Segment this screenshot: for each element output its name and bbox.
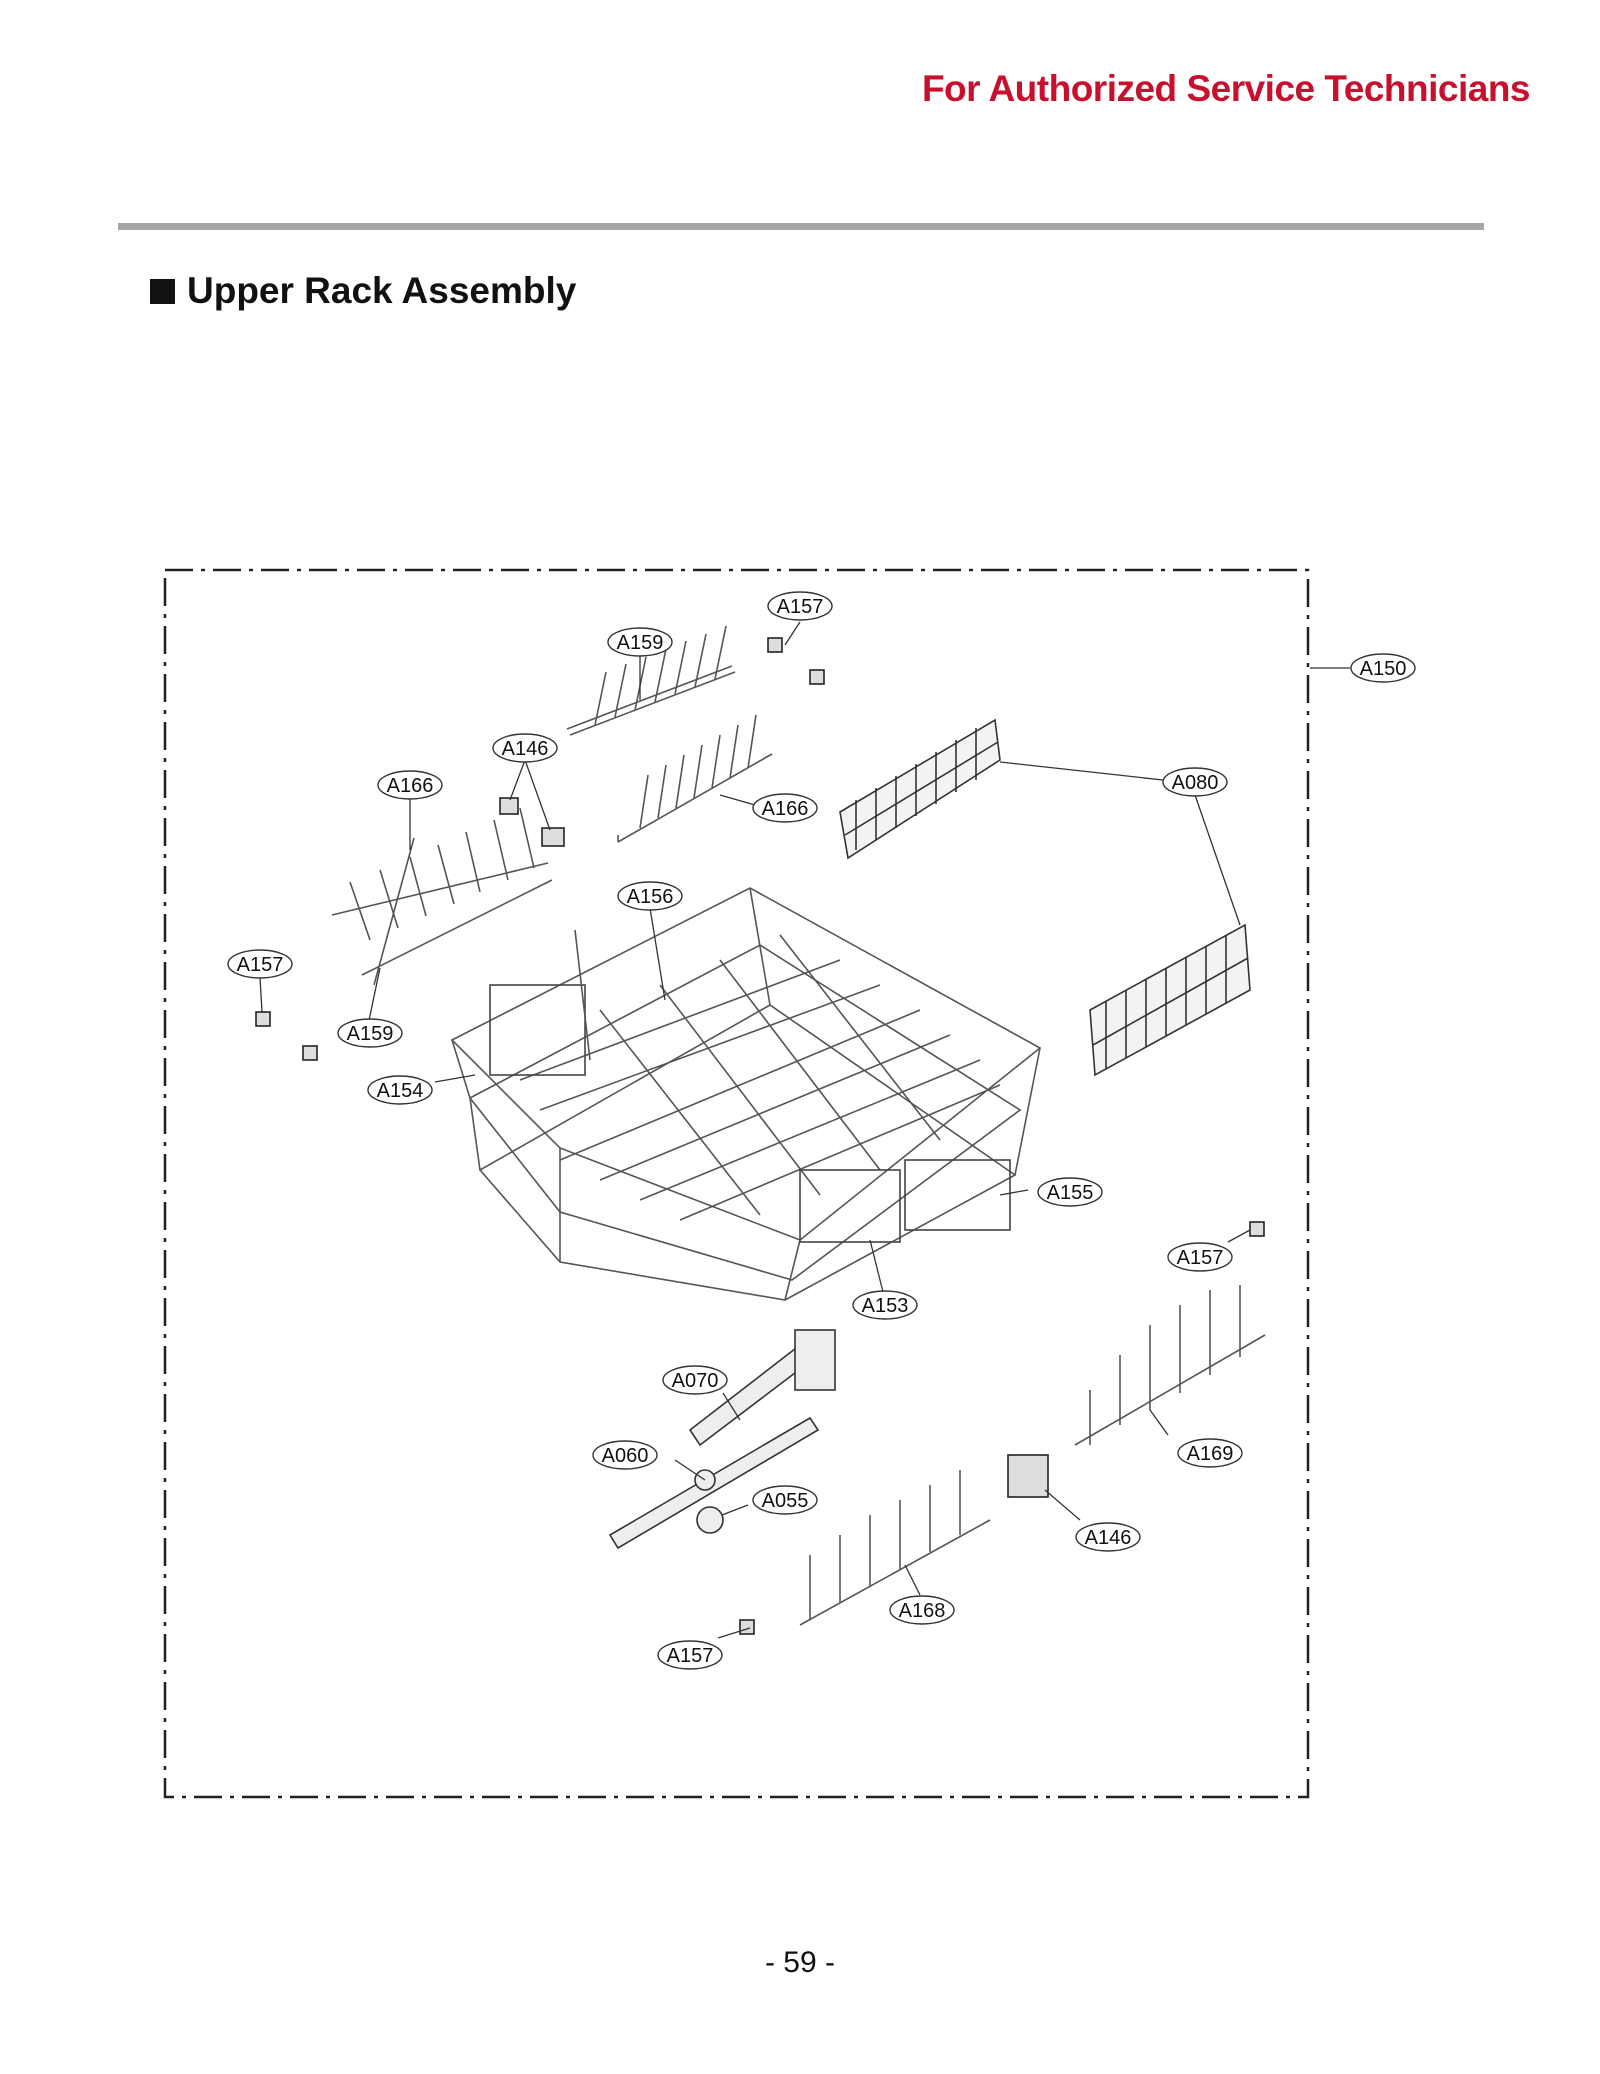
callout-a166: A166 [752, 793, 818, 823]
parts-artwork [255, 625, 1266, 1635]
callout-a060: A060 [592, 1440, 658, 1470]
tine-rack-left [331, 807, 553, 986]
callout-text: A154 [377, 1080, 424, 1102]
callout-ellipse [377, 770, 443, 800]
callout-a169: A169 [1177, 1438, 1243, 1468]
callout-text: A080 [1172, 772, 1219, 794]
callout-a070: A070 [662, 1365, 728, 1395]
callout-text: A060 [602, 1445, 649, 1467]
callout-text: A169 [1187, 1443, 1234, 1465]
callout-text: A159 [347, 1023, 394, 1045]
spray-arm [608, 1329, 836, 1550]
callout-ellipse [592, 1440, 658, 1470]
callout-a156: A156 [617, 881, 683, 911]
callout-a155: A155 [1037, 1177, 1103, 1207]
page-number: - 59 - [764, 1946, 836, 1979]
callout-text: A157 [777, 596, 824, 618]
tine-rack-second [617, 714, 773, 843]
callout-ellipse [227, 949, 293, 979]
callout-ellipse [492, 733, 558, 763]
callout-text: A166 [387, 775, 434, 797]
square-bullet-icon [150, 278, 175, 304]
callout-a157: A157 [1167, 1242, 1233, 1272]
callout-ellipse [367, 1075, 433, 1105]
callout-a146: A146 [1075, 1522, 1141, 1552]
main-basket [450, 887, 1042, 1301]
header-service-note: For Authorized Service Technicians [921, 68, 1531, 109]
callout-ellipse [337, 1018, 403, 1048]
callout-ellipse [1177, 1438, 1243, 1468]
callout-text: A153 [862, 1295, 909, 1317]
callout-a157: A157 [657, 1640, 723, 1670]
callout-text: A146 [502, 738, 549, 760]
callout-text: A168 [899, 1600, 946, 1622]
section-title-text: Upper Rack Assembly [187, 270, 577, 311]
callout-text: A156 [627, 886, 674, 908]
callout-a154: A154 [367, 1075, 433, 1105]
callout-ellipse [1162, 767, 1228, 797]
callout-ellipse [1075, 1522, 1141, 1552]
callout-ellipse [657, 1640, 723, 1670]
cup-shelf-top [839, 718, 1001, 860]
callout-a168: A168 [889, 1595, 955, 1625]
callout-a080: A080 [1162, 767, 1228, 797]
callout-a153: A153 [852, 1290, 918, 1320]
callout-a146: A146 [492, 733, 558, 763]
header-divider [118, 223, 1484, 230]
callout-text: A157 [667, 1645, 714, 1667]
callout-text: A157 [1177, 1247, 1224, 1269]
section-title: Upper Rack Assembly [150, 270, 576, 312]
callout-ellipse [752, 793, 818, 823]
callout-text: A159 [617, 632, 664, 654]
tine-rack-a169 [1074, 1285, 1266, 1446]
callout-text: A070 [672, 1370, 719, 1392]
assembly-boundary [163, 568, 1310, 1799]
callout-text: A157 [237, 954, 284, 976]
callout-ellipse [1167, 1242, 1233, 1272]
callout-ellipse [752, 1485, 818, 1515]
callout-ellipse [607, 627, 673, 657]
callout-ellipse [662, 1365, 728, 1395]
clips [255, 637, 1265, 1635]
callout-a150: A150 [1350, 653, 1416, 683]
callout-ellipse [1350, 653, 1416, 683]
cup-shelf-bottom [1089, 923, 1251, 1077]
callout-a157: A157 [227, 949, 293, 979]
callout-ellipse [852, 1290, 918, 1320]
callout-ellipse [1037, 1177, 1103, 1207]
callout-text: A150 [1360, 658, 1407, 680]
callout-a159: A159 [607, 627, 673, 657]
callout-text: A055 [762, 1490, 809, 1512]
callout-a166: A166 [377, 770, 443, 800]
tine-rack-a168 [799, 1470, 991, 1626]
leader-lines [259, 621, 1350, 1639]
callout-a159: A159 [337, 1018, 403, 1048]
callout-text: A155 [1047, 1182, 1094, 1204]
callout-a157: A157 [767, 591, 833, 621]
callout-text: A166 [762, 798, 809, 820]
callout-text: A146 [1085, 1527, 1132, 1549]
callout-a055: A055 [752, 1485, 818, 1515]
callout-ellipse [617, 881, 683, 911]
callout-ellipse [889, 1595, 955, 1625]
callout-ellipse [767, 591, 833, 621]
